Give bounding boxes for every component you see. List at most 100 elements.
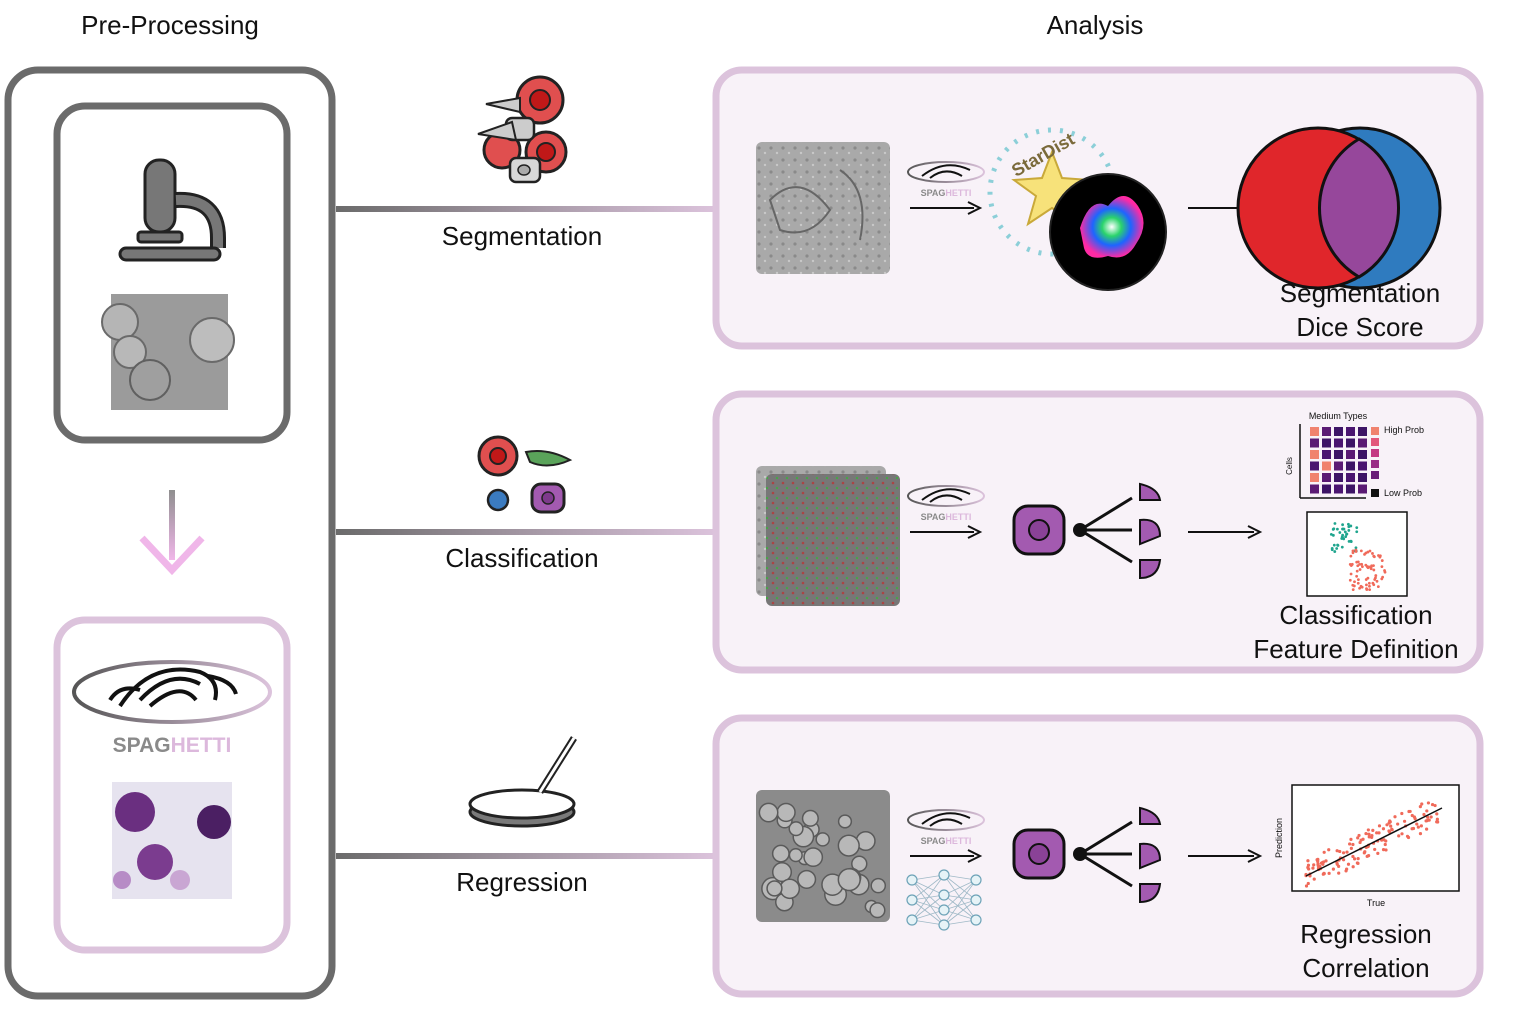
regression-point (1400, 811, 1404, 816)
regression-point (1341, 858, 1346, 862)
heatmap-cell (1346, 473, 1355, 482)
regression-result-line1: Regression (1300, 919, 1432, 949)
svg-text:SPAGHETTI: SPAGHETTI (921, 188, 972, 198)
regression-point (1311, 866, 1315, 870)
regression-point (1306, 859, 1310, 863)
regression-point (1327, 871, 1331, 875)
heatmap-cell (1358, 461, 1367, 471)
regression-point (1361, 837, 1365, 841)
regression-result-caption: Regression Correlation (1246, 917, 1486, 985)
regression-point (1322, 871, 1326, 875)
regression-point (1435, 812, 1439, 816)
regression-scatter-plot (1291, 784, 1460, 892)
heatmap-cell (1310, 484, 1319, 494)
cluster-point-red (1360, 562, 1364, 566)
input-cell (788, 821, 804, 837)
regression-point (1349, 846, 1353, 850)
cluster-point-teal (1333, 550, 1337, 553)
arrow-icon (1188, 849, 1263, 863)
regression-point (1377, 831, 1381, 835)
cluster-point-red (1356, 581, 1360, 585)
segmentation-input-image (756, 142, 890, 274)
cluster-point-red (1365, 588, 1369, 592)
regression-point (1418, 832, 1423, 836)
small-spaghetti-logo-icon (907, 485, 985, 507)
heatmap-cell (1346, 461, 1355, 471)
cluster-point-teal (1341, 523, 1345, 527)
regression-point (1322, 860, 1326, 864)
nn-edge (943, 879, 977, 896)
input-cell (801, 809, 819, 827)
small-spaghetti-logo-icon (907, 161, 985, 183)
cluster-point-teal (1330, 548, 1334, 552)
cluster-point-red (1376, 585, 1380, 588)
heatmap-cell (1358, 484, 1367, 494)
regression-point (1364, 831, 1368, 836)
regression-panel (712, 714, 1484, 998)
regression-point (1420, 802, 1424, 806)
cluster-point-teal (1355, 530, 1359, 534)
cell-tree-icon (1012, 806, 1162, 904)
regression-point (1351, 854, 1355, 859)
regression-point (1425, 827, 1429, 831)
regression-point (1429, 815, 1433, 819)
cell-tree-icon (1012, 482, 1162, 580)
cluster-point-red (1349, 572, 1353, 576)
heatmap-cell (1334, 484, 1343, 494)
cluster-point-red (1349, 554, 1353, 558)
cluster-point-teal (1329, 532, 1333, 536)
cluster-point-red (1351, 551, 1355, 555)
regression-point (1402, 819, 1407, 823)
heatmap-cell (1334, 461, 1343, 471)
regression-point (1412, 815, 1416, 819)
cluster-point-red (1380, 577, 1384, 581)
heatmap-cell (1322, 473, 1331, 482)
heatmap-cell (1310, 427, 1319, 436)
spaghetti-logo-icon (72, 660, 272, 724)
input-cell (837, 867, 861, 892)
arrow-icon (910, 849, 983, 863)
svg-text:Cells: Cells (1285, 457, 1294, 475)
heatmap-cell (1310, 473, 1319, 482)
cluster-point-teal (1344, 535, 1348, 539)
regression-point (1348, 842, 1352, 846)
cluster-point-red (1355, 574, 1359, 578)
regression-point (1345, 850, 1349, 854)
svg-text:SPAGHETTI: SPAGHETTI (921, 836, 972, 846)
heatmap-cell (1322, 438, 1331, 448)
classification-connector (336, 529, 716, 535)
dice-venn-icon (1236, 126, 1442, 290)
heatmap-cell (1322, 484, 1331, 494)
svg-text:SPAGHETTI: SPAGHETTI (921, 512, 972, 522)
cluster-point-red (1367, 581, 1371, 585)
regression-connector (336, 853, 716, 859)
regression-point (1427, 818, 1431, 822)
classification-panel (712, 390, 1484, 674)
cluster-point-red (1355, 569, 1359, 573)
nn-edge (911, 874, 945, 901)
cluster-point-teal (1335, 547, 1339, 550)
nn-node (938, 889, 950, 901)
regression-point (1367, 832, 1371, 836)
nn-edge (911, 879, 945, 926)
regression-point (1352, 857, 1357, 861)
analysis-heading: Analysis (1046, 10, 1144, 40)
cluster-point-teal (1347, 522, 1350, 526)
cluster-point-red (1364, 551, 1368, 555)
regression-point (1385, 823, 1389, 827)
regression-point (1357, 833, 1361, 838)
cluster-point-teal (1336, 543, 1339, 547)
regression-point (1422, 812, 1426, 817)
preprocessing-heading: Pre-Processing (81, 10, 259, 40)
regression-point (1400, 832, 1404, 836)
regression-point (1306, 881, 1310, 886)
regression-point (1341, 851, 1346, 855)
nn-node (970, 894, 982, 906)
input-cell (797, 869, 817, 889)
regression-point (1383, 842, 1387, 847)
segmented-cell-output (1049, 173, 1167, 291)
small-spaghetti-logo-icon (907, 809, 985, 831)
regression-point (1393, 815, 1397, 819)
cluster-point-teal (1355, 526, 1359, 530)
regression-label: Regression (456, 867, 588, 897)
